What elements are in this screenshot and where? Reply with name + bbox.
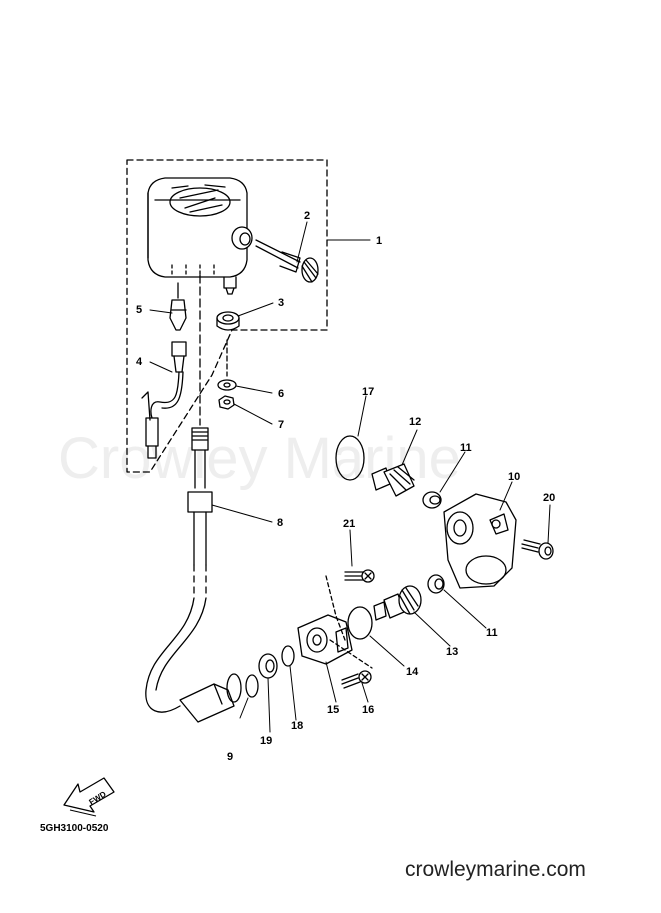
callout-labels: 1 2 3 4 5 6 7 8 9 10 11 11 12 13 14 15 1…: [136, 210, 555, 763]
speedometer-gauge: [147, 177, 253, 295]
gear-housing: [443, 493, 517, 589]
callout-14: 14: [406, 666, 419, 678]
bulb: [169, 299, 187, 331]
housing-bolt: [521, 539, 554, 560]
callout-2: 2: [304, 210, 310, 222]
o-ring-small: [347, 606, 373, 640]
callout-7: 7: [278, 419, 284, 431]
bulb-socket-wire: [141, 341, 187, 459]
callout-10: 10: [508, 471, 520, 483]
callout-1: 1: [376, 235, 382, 247]
callout-3: 3: [278, 297, 284, 309]
leader-lines: [149, 221, 551, 733]
driven-gear: [373, 585, 422, 621]
callout-20: 20: [543, 492, 555, 504]
assembly-boundary: [126, 159, 328, 473]
callout-11a: 11: [460, 442, 472, 454]
washer: [217, 379, 237, 391]
fwd-arrow-icon: FWD: [63, 777, 115, 817]
screw-top: [325, 569, 375, 641]
callout-4: 4: [136, 356, 143, 368]
bushing-upper: [422, 491, 442, 509]
callout-19: 19: [260, 735, 272, 747]
oil-seal: [258, 653, 278, 679]
callout-17: 17: [362, 386, 374, 398]
speedometer-cable: [145, 274, 213, 713]
screw-bottom: [329, 639, 373, 689]
drive-gear: [371, 463, 415, 497]
drawing-code: 5GH3100-0520: [40, 823, 109, 834]
thrust-washer: [281, 645, 295, 667]
callout-18: 18: [291, 720, 303, 732]
footer-url: crowleymarine.com: [405, 858, 586, 881]
callout-15: 15: [327, 704, 339, 716]
callout-13: 13: [446, 646, 458, 658]
callout-5: 5: [136, 304, 142, 316]
bushing-lower: [427, 574, 445, 594]
callout-6: 6: [278, 388, 284, 400]
nut: [218, 395, 235, 410]
callout-11b: 11: [486, 627, 498, 639]
callout-16: 16: [362, 704, 374, 716]
callout-8: 8: [277, 517, 283, 529]
o-ring-large: [335, 435, 365, 481]
callout-12: 12: [409, 416, 421, 428]
callout-9: 9: [227, 751, 233, 763]
grommet: [216, 311, 240, 331]
adjust-knob: [255, 239, 319, 283]
cable-fitting: [179, 673, 259, 723]
drive-bracket: [297, 614, 353, 665]
callout-21: 21: [343, 518, 355, 530]
